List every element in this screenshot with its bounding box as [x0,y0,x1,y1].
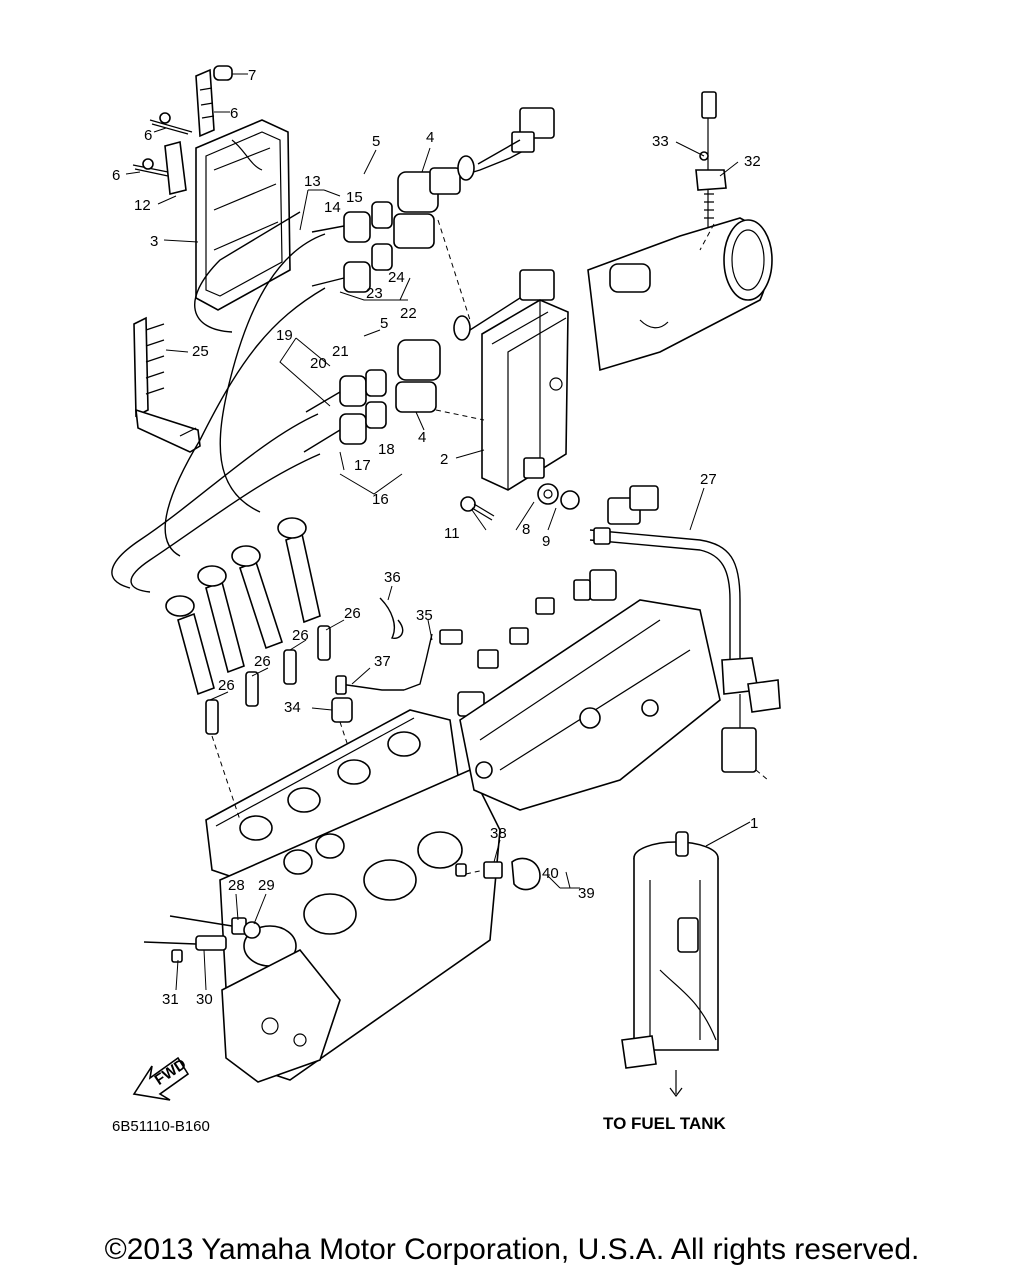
callout-21: 21 [332,343,349,360]
callout-39: 39 [578,885,595,902]
leader-lines [125,73,769,991]
sensor-parts [331,597,499,723]
callout-2: 2 [440,451,448,468]
lower-sensors [143,857,541,963]
callout-29: 29 [258,877,275,894]
callout-34: 34 [284,699,301,716]
callout-23: 23 [366,285,383,302]
mount-hardware [460,483,580,521]
callout-32: 32 [744,153,761,170]
callout-14: 14 [324,199,341,216]
callout-1: 1 [750,815,758,832]
callout-13: 13 [304,173,321,190]
callout-25: 25 [192,343,209,360]
callout-11: 7 [248,67,256,84]
callout-8: 9 [542,533,550,550]
bracket-parts [132,65,233,195]
throttle-body [587,91,773,372]
callout-19: 19 [276,327,293,344]
callout-9: 11 [444,525,460,542]
callout-3: 3 [150,233,158,250]
callout-24: 24 [388,269,405,286]
callout-40: 40 [542,865,559,882]
engine-block [205,709,501,1083]
callout-15: 15 [346,189,363,206]
callout-36: 36 [384,569,401,586]
fwd-arrow-icon: FWD [132,1056,190,1101]
parts-diagram: FWD [111,65,781,1101]
callout-35: 35 [416,607,433,624]
copyright-notice: ©2013 Yamaha Motor Corporation, U.S.A. A… [104,1233,920,1266]
diagram-code: 6B51110-B160 [112,1118,210,1135]
callout-16: 16 [372,491,389,508]
callout-37: 37 [374,653,391,670]
ignition-coil-upper [393,107,555,249]
ignition-coil-lower [395,269,555,413]
cover-plate [195,119,291,311]
plug-cap-tubes [165,517,321,696]
cap-assemblies [303,201,393,453]
callout-26: 26 [218,677,235,694]
engine-control-unit [481,299,569,491]
fuel-tank-label: TO FUEL TANK [603,1114,726,1133]
callout-5: 5 [372,133,380,150]
callout-6: 6 [144,127,152,144]
fuel-pump [621,831,719,1097]
callout-12: 12 [134,197,151,214]
harness-rack [133,316,201,453]
callout-22: 22 [400,305,417,322]
wiring-harness [457,485,781,773]
callout-33: 33 [652,133,669,150]
callout-17: 17 [354,457,371,474]
callout-4: 4 [418,429,426,446]
callout-38: 38 [490,825,507,842]
callout-27: 27 [700,471,717,488]
callout-5: 5 [380,315,388,332]
callout-26: 26 [344,605,361,622]
spark-plugs [205,625,331,735]
callout-26: 26 [292,627,309,644]
callout-numbers: 7 6 6 6 12 3 5 4 13 15 14 24 23 22 5 19 … [112,67,761,1008]
callout-26: 26 [254,653,271,670]
intake-manifold [459,599,721,811]
callout-18: 18 [378,441,395,458]
callout-20: 20 [310,355,327,372]
callout-6: 6 [112,167,120,184]
callout-30: 30 [196,991,213,1008]
callout-10: 6 [230,105,238,122]
callout-4: 4 [426,129,434,146]
callout-31: 31 [162,991,179,1008]
callout-7: 8 [522,521,530,538]
plug-cords [111,211,326,593]
callout-28: 28 [228,877,245,894]
